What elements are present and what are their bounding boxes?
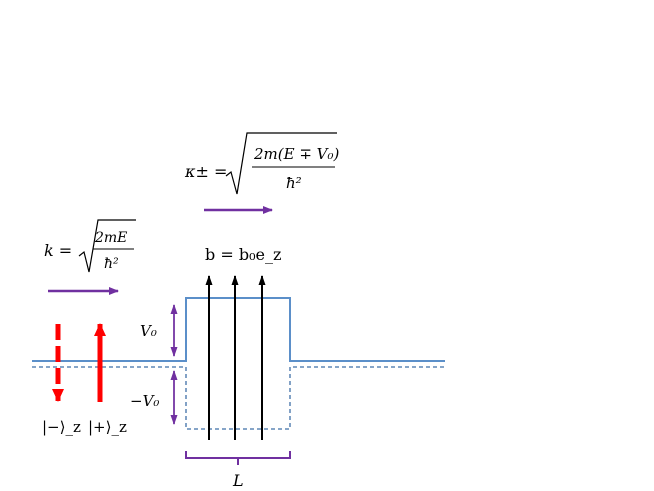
k-label: k =	[44, 241, 72, 260]
k-denominator: ħ²	[104, 256, 119, 272]
kappa-numerator: 2m(E ∓ V₀)	[253, 145, 340, 163]
spin-down-label: |−⟩_z	[42, 418, 81, 436]
b-field-label: b = b₀e_z	[205, 245, 281, 264]
potential-up-line	[32, 297, 445, 362]
potential-down-line	[32, 366, 445, 430]
v0-label: V₀	[140, 322, 157, 340]
length-label: L	[232, 471, 244, 490]
k-numerator: 2mE	[94, 230, 127, 246]
kappa-formula: κ± = 2m(E ∓ V₀) ħ²	[184, 132, 340, 195]
k-radical-sign	[78, 219, 136, 273]
k-formula: k = 2mE ħ²	[44, 219, 136, 273]
kappa-denominator: ħ²	[286, 174, 302, 192]
minus-v0-label: −V₀	[130, 392, 159, 410]
kappa-label: κ± =	[184, 162, 227, 181]
length-bracket	[185, 451, 291, 465]
spin-up-label: |+⟩_z	[88, 418, 127, 436]
kappa-radical-sign	[225, 132, 337, 195]
